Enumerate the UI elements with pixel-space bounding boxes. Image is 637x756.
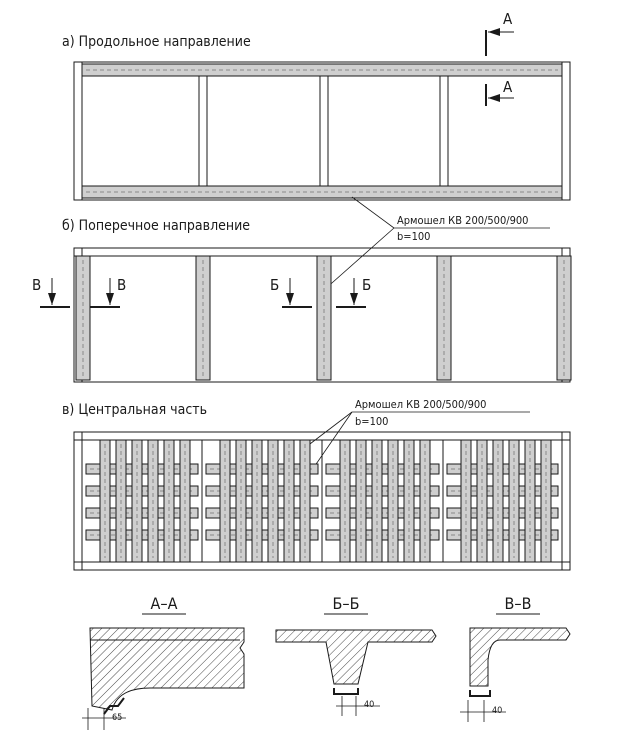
section-titles: А–А Б–Б В–В	[142, 594, 540, 615]
section-mark-a-bottom: А	[485, 78, 514, 106]
section-vv-drawing: 40	[460, 627, 571, 722]
section-mark-b-left: Б	[270, 276, 312, 308]
panel-a-ribs	[198, 75, 449, 187]
panel-b-bands	[75, 255, 572, 381]
section-mark-a-bottom-letter: А	[503, 78, 513, 96]
panel-c-vertical-bands	[99, 439, 552, 563]
panel-c-frame	[73, 431, 571, 571]
panel-a: а) Продольное направление А А	[62, 10, 571, 201]
panel-a-frame	[73, 61, 571, 201]
callout-upper: Армошел КВ 200/500/900 b=100	[323, 196, 550, 291]
section-bb-dim: 40	[364, 700, 374, 710]
section-mark-a-top: А	[485, 10, 514, 56]
callout-upper-width: b=100	[397, 230, 430, 243]
panel-a-band-bottom	[81, 185, 563, 199]
section-mark-v-left-letter: В	[32, 276, 41, 294]
section-mark-a-top-letter: А	[503, 10, 513, 28]
callout-lower-product: Армошел КВ 200/500/900	[355, 398, 486, 411]
panel-b-label: б) Поперечное направление	[62, 218, 250, 234]
section-vv-title: В–В	[505, 594, 532, 613]
section-mark-b-right-letter: Б	[362, 276, 371, 294]
callout-upper-product: Армошел КВ 200/500/900	[397, 214, 528, 227]
section-mark-b-left-letter: Б	[270, 276, 279, 294]
section-aa-drawing: 65	[82, 627, 245, 730]
section-mark-v-right: В	[90, 276, 126, 308]
section-aa-title: А–А	[151, 594, 178, 613]
section-aa-dim: 65	[112, 713, 122, 723]
panel-b: б) Поперечное направление Армошел КВ 200…	[32, 196, 572, 383]
section-mark-v-left: В	[32, 276, 70, 308]
panel-c: в) Центральная часть Армошел КВ 200/500/…	[62, 398, 571, 571]
panel-c-label: в) Центральная часть	[62, 402, 207, 418]
section-bb-title: Б–Б	[333, 594, 360, 613]
section-vv-dim: 40	[492, 706, 502, 716]
section-bb-drawing: 40	[275, 629, 437, 716]
callout-lower: Армошел КВ 200/500/900 b=100	[301, 398, 530, 471]
panel-a-label: а) Продольное направление	[62, 34, 251, 50]
panel-a-band-top	[81, 63, 563, 77]
callout-lower-width: b=100	[355, 415, 388, 428]
section-mark-v-right-letter: В	[117, 276, 126, 294]
section-mark-b-right: Б	[336, 276, 371, 308]
